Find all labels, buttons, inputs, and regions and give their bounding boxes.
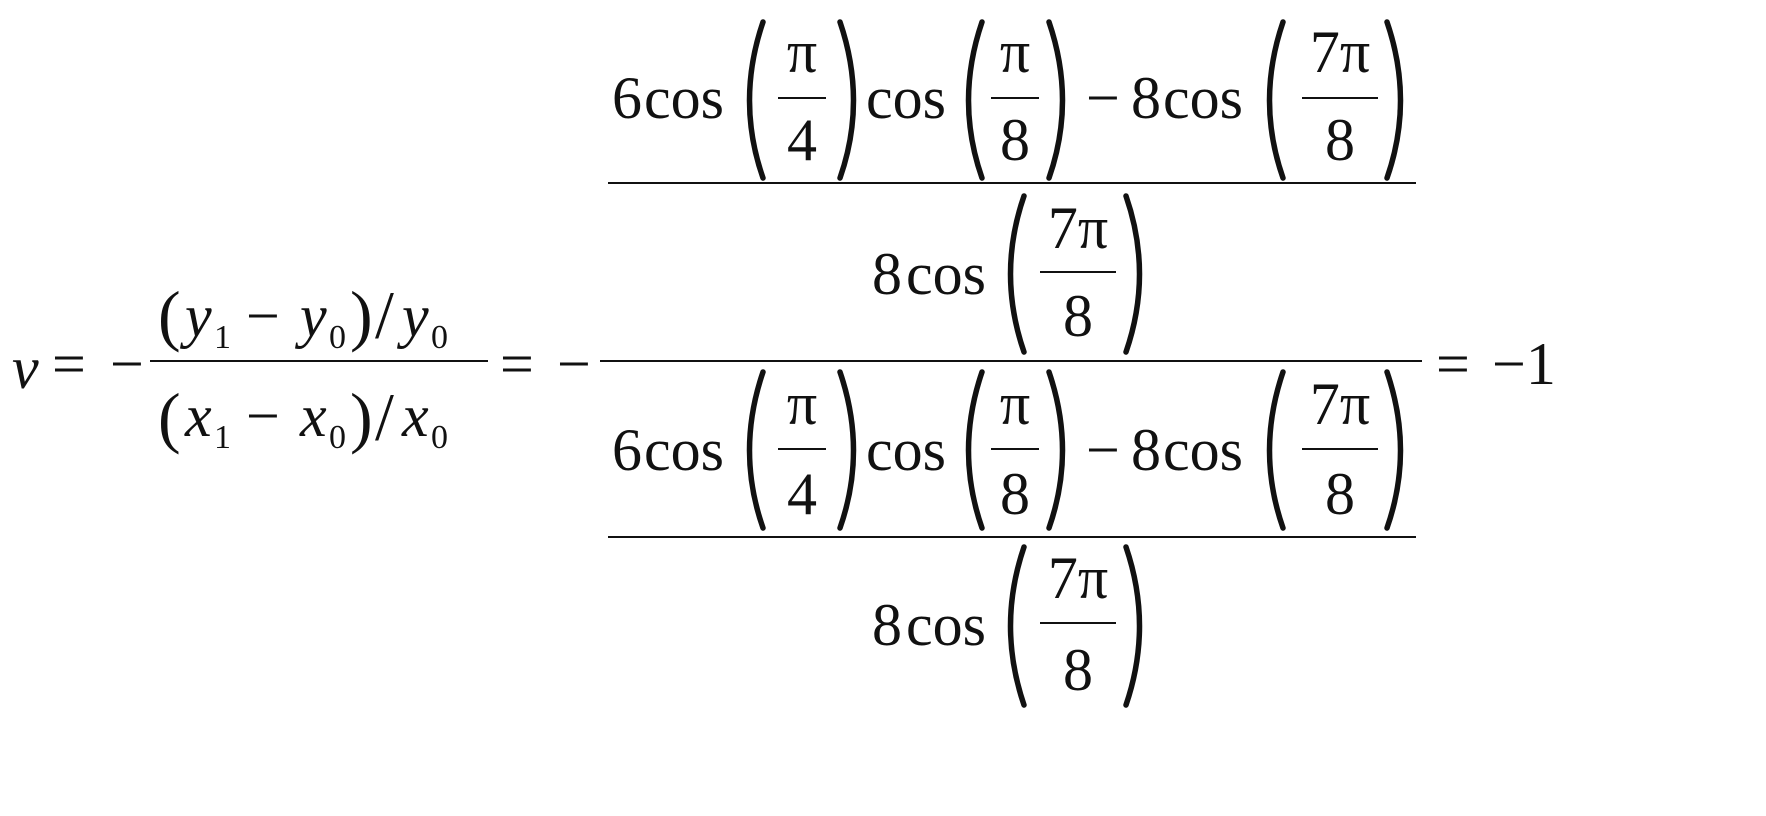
minus-sign-2: − xyxy=(557,331,591,397)
paren-close xyxy=(1046,369,1066,531)
denominator-minus: − xyxy=(246,383,280,449)
big-denominator-top: 8 cos 7π 8 xyxy=(872,193,1143,355)
digit-eight: 8 xyxy=(1063,283,1093,349)
coef-six: 6 xyxy=(612,65,642,131)
paren-open xyxy=(965,19,985,181)
x1-symbol: x xyxy=(184,383,212,449)
x0-divisor-subscript: 0 xyxy=(431,419,448,456)
equals-sign-3: = xyxy=(1436,331,1470,397)
y0-subscript: 0 xyxy=(329,319,346,356)
cos-function: cos xyxy=(644,417,724,483)
slash: / xyxy=(375,379,394,455)
y1-subscript: 1 xyxy=(214,319,231,356)
x0-subscript: 0 xyxy=(329,419,346,456)
equals-sign-2: = xyxy=(500,331,534,397)
seven-pi: 7π xyxy=(1310,371,1370,437)
numerator-minus: − xyxy=(246,283,280,349)
paren-close: ) xyxy=(350,277,373,353)
digit-four: 4 xyxy=(787,461,817,527)
paren-open: ( xyxy=(158,379,181,455)
y1-symbol: y xyxy=(179,283,212,349)
y0-symbol: y xyxy=(294,283,327,349)
cos-function: cos xyxy=(644,65,724,131)
seven-pi: 7π xyxy=(1310,19,1370,85)
cos-function: cos xyxy=(906,592,986,658)
coef-eight: 8 xyxy=(1131,65,1161,131)
digit-four: 4 xyxy=(787,107,817,173)
y0-divisor-symbol: y xyxy=(396,283,429,349)
paren-close xyxy=(1046,19,1066,181)
minus-sign-1: − xyxy=(110,331,144,397)
big-numerator-bottom: 6 cos π 4 cos π 8 − 8 cos 7π 8 xyxy=(612,369,1404,531)
paren-close xyxy=(1123,193,1143,355)
x1-subscript: 1 xyxy=(214,419,231,456)
seven-pi: 7π xyxy=(1048,195,1108,261)
cos-function: cos xyxy=(1163,65,1243,131)
paren-close: ) xyxy=(350,379,373,455)
paren-open xyxy=(1266,19,1286,181)
cos-function: cos xyxy=(866,65,946,131)
coef-eight: 8 xyxy=(1131,417,1161,483)
seven-pi: 7π xyxy=(1048,545,1108,611)
pi-symbol: π xyxy=(787,371,817,437)
paren-open xyxy=(746,19,766,181)
paren-close xyxy=(1123,544,1143,708)
slash: / xyxy=(375,277,394,353)
x0-symbol: x xyxy=(299,383,327,449)
paren-close xyxy=(837,19,857,181)
paren-open xyxy=(965,369,985,531)
paren-close xyxy=(837,369,857,531)
paren-open xyxy=(1007,544,1027,708)
equals-sign-1: = xyxy=(52,331,86,397)
x0-divisor-symbol: x xyxy=(401,383,429,449)
big-denominator-bottom: 8 cos 7π 8 xyxy=(872,544,1143,708)
result-value: −1 xyxy=(1492,331,1556,397)
digit-eight: 8 xyxy=(1325,461,1355,527)
digit-eight: 8 xyxy=(1325,107,1355,173)
fraction1-denominator: ( x 1 − x 0 ) / x 0 xyxy=(158,379,448,456)
paren-close xyxy=(1384,369,1404,531)
pi-symbol: π xyxy=(1000,19,1030,85)
minus-sign: − xyxy=(1086,65,1120,131)
paren-open xyxy=(1266,369,1286,531)
cos-function: cos xyxy=(1163,417,1243,483)
cos-function: cos xyxy=(906,241,986,307)
paren-open xyxy=(746,369,766,531)
paren-close xyxy=(1384,19,1404,181)
coef-eight: 8 xyxy=(872,592,902,658)
pi-symbol: π xyxy=(787,19,817,85)
paren-open xyxy=(1007,193,1027,355)
cos-function: cos xyxy=(866,417,946,483)
minus-sign: − xyxy=(1086,417,1120,483)
coef-six: 6 xyxy=(612,417,642,483)
digit-eight: 8 xyxy=(1063,637,1093,703)
coef-eight: 8 xyxy=(872,241,902,307)
pi-symbol: π xyxy=(1000,371,1030,437)
digit-eight: 8 xyxy=(1000,461,1030,527)
paren-open: ( xyxy=(158,277,181,353)
digit-eight: 8 xyxy=(1000,107,1030,173)
y0-divisor-subscript: 0 xyxy=(431,319,448,356)
fraction1-numerator: ( y 1 − y 0 ) / y 0 xyxy=(158,277,448,356)
lhs-variable: v xyxy=(12,335,39,401)
big-numerator-top: 6 cos π 4 cos π 8 − 8 cos 7π 8 xyxy=(612,19,1404,181)
